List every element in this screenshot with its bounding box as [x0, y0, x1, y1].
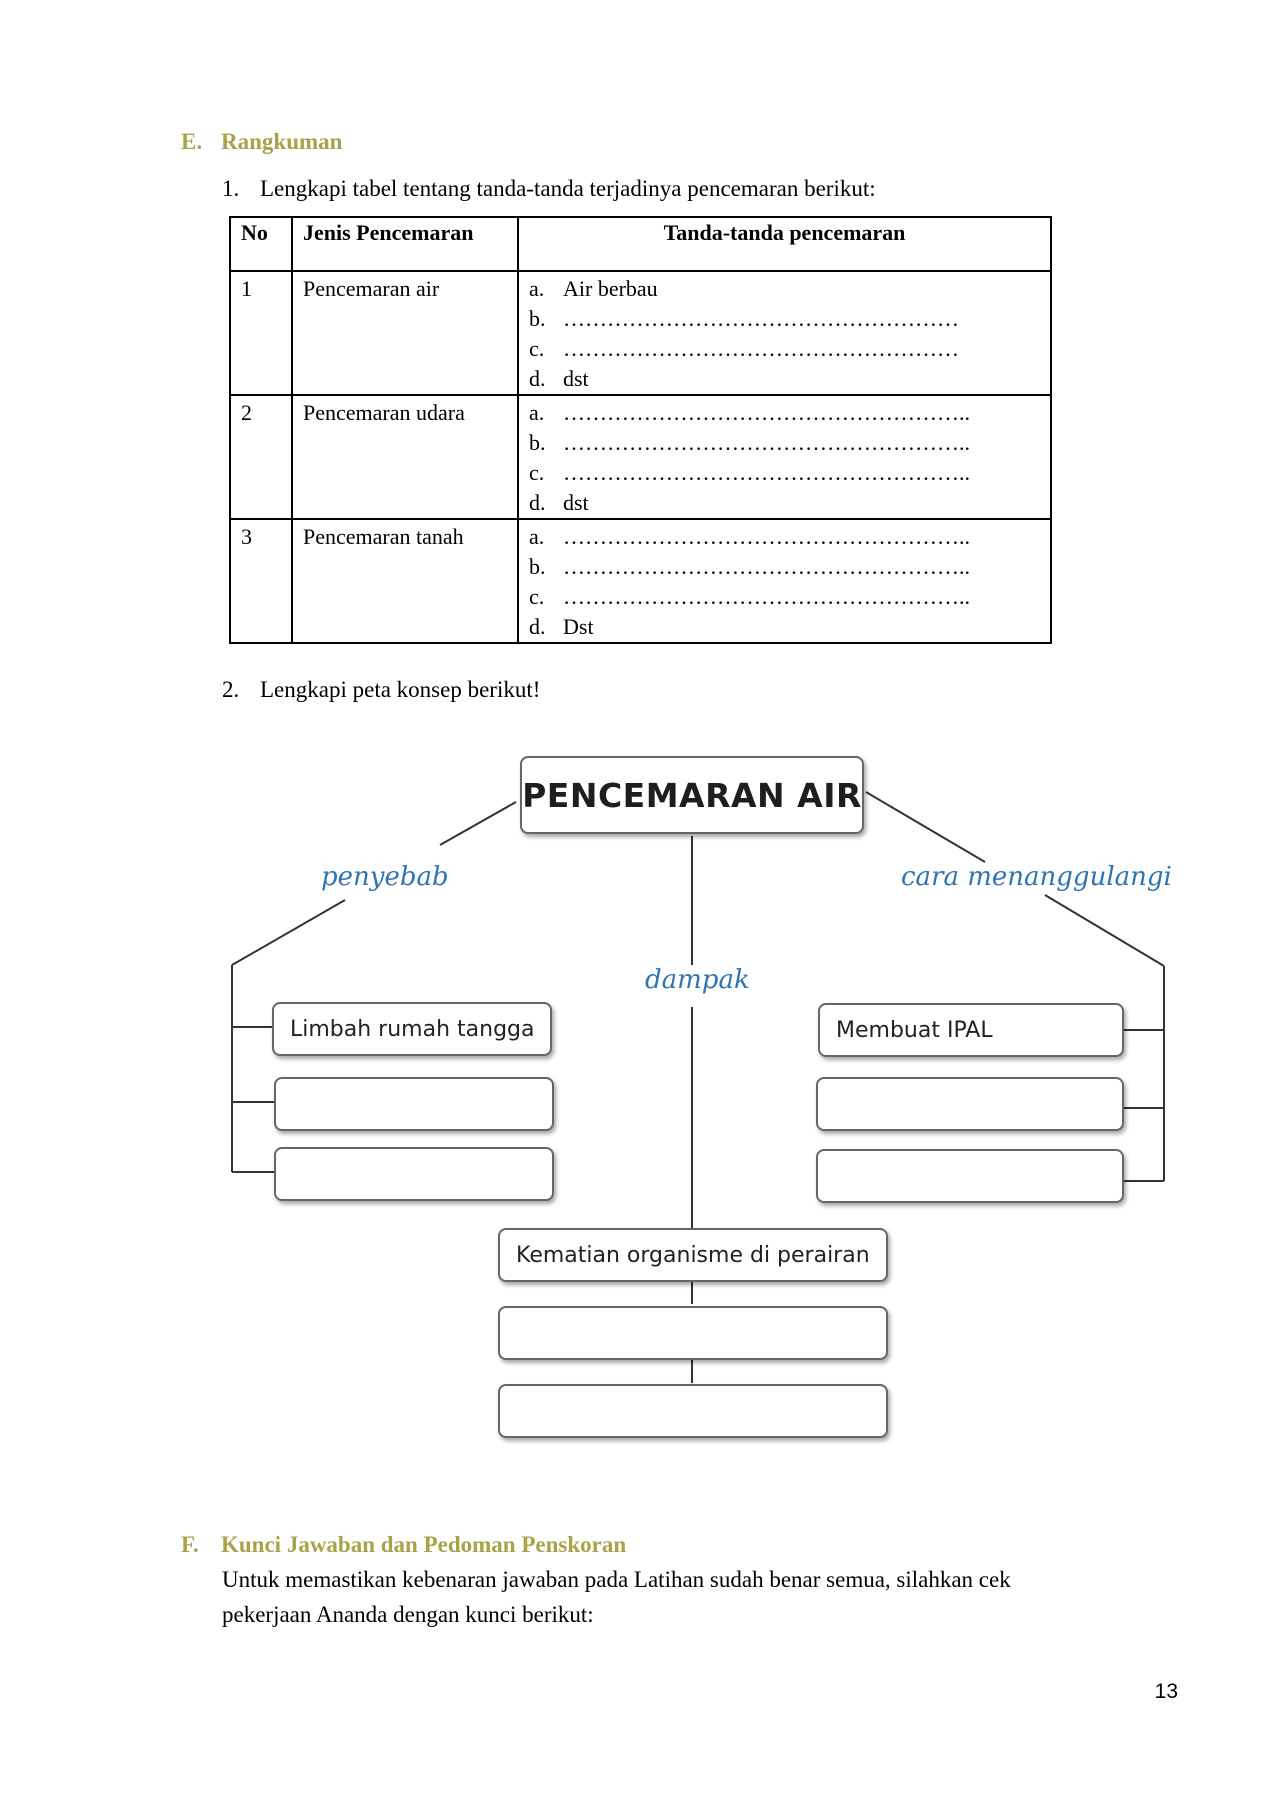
connector-line — [865, 791, 986, 863]
impact-box-empty — [498, 1306, 888, 1360]
sign-item: d. Dst — [529, 612, 1040, 642]
section-f-line-2: pekerjaan Ananda dengan kunci berikut: — [222, 1602, 594, 1627]
cause-box: Limbah rumah tangga — [272, 1002, 552, 1056]
label-penyebab: penyebab — [321, 862, 449, 892]
section-f-line-1: Untuk memastikan kebenaran jawaban pada … — [222, 1567, 1011, 1592]
sign-text: Air berbau — [563, 276, 658, 301]
header-tanda: Tanda-tanda pencemaran — [517, 216, 1052, 272]
sign-letter: a. — [529, 400, 545, 425]
sign-text: ……………………………………………….. — [563, 524, 970, 549]
sign-text: dst — [563, 490, 589, 515]
sign-letter: d. — [529, 490, 546, 515]
header-jenis: Jenis Pencemaran — [291, 216, 519, 272]
row-jenis: Pencemaran tanah — [291, 518, 519, 644]
section-e-title: Rangkuman — [221, 129, 343, 154]
prevention-box-empty — [816, 1149, 1124, 1203]
sign-text: ……………………………………………… — [563, 306, 959, 331]
sign-item: a. Air berbau — [529, 274, 1040, 304]
header-no: No — [229, 216, 293, 272]
question-1-text: Lengkapi tabel tentang tanda-tanda terja… — [260, 176, 876, 201]
row-no: 2 — [229, 394, 293, 520]
sign-item: b. ……………………………………………….. — [529, 552, 1040, 582]
sign-letter: d. — [529, 614, 546, 639]
section-f-letter: F. — [181, 1532, 199, 1557]
sign-text: dst — [563, 366, 589, 391]
section-e-letter: E. — [181, 129, 203, 154]
sign-item: c. ……………………………………………… — [529, 334, 1040, 364]
sign-letter: a. — [529, 276, 545, 301]
impact-box-empty — [498, 1384, 888, 1438]
concept-map-title: PENCEMARAN AIR — [520, 756, 864, 834]
impact-box: Kematian organisme di perairan — [498, 1228, 888, 1282]
row-signs: a. ……………………………………………….. b. ………………………………………… — [517, 518, 1052, 644]
row-signs: a. Air berbau b. ……………………………………………… c. …………… — [517, 270, 1052, 396]
section-f-title: Kunci Jawaban dan Pedoman Penskoran — [221, 1532, 627, 1557]
sign-text: ……………………………………………….. — [563, 584, 970, 609]
sign-text: ……………………………………………….. — [563, 460, 970, 485]
pollution-signs-table: No Jenis Pencemaran Tanda-tanda pencemar… — [229, 216, 1052, 644]
question-1-number: 1. — [222, 176, 240, 201]
sign-letter: a. — [529, 524, 545, 549]
sign-item: d. dst — [529, 364, 1040, 394]
sign-item: c. ……………………………………………….. — [529, 458, 1040, 488]
connector-line — [231, 899, 346, 966]
sign-letter: c. — [529, 584, 545, 609]
sign-item: b. ……………………………………………… — [529, 304, 1040, 334]
label-cara-menanggulangi: cara menanggulangi — [901, 862, 1172, 892]
table-row: 2 Pencemaran udara a. ……………………………………………….… — [229, 394, 1052, 520]
prevention-box-empty — [816, 1077, 1124, 1131]
table-row: 1 Pencemaran air a. Air berbau b. ……………………… — [229, 270, 1052, 396]
table-header-row: No Jenis Pencemaran Tanda-tanda pencemar… — [229, 216, 1052, 272]
sign-letter: d. — [529, 366, 546, 391]
connector-line — [1044, 894, 1165, 967]
label-dampak: dampak — [645, 965, 750, 995]
section-e-heading: E. Rangkuman — [181, 129, 342, 155]
cause-box-empty — [274, 1147, 554, 1201]
prevention-box: Membuat IPAL — [818, 1003, 1124, 1057]
sign-letter: c. — [529, 336, 545, 361]
question-2-number: 2. — [222, 677, 240, 702]
question-2-text: Lengkapi peta konsep berikut! — [260, 677, 541, 702]
row-no: 3 — [229, 518, 293, 644]
sign-letter: c. — [529, 460, 545, 485]
sign-item: b. ……………………………………………….. — [529, 428, 1040, 458]
cause-box-empty — [274, 1077, 554, 1131]
section-f-heading: F. Kunci Jawaban dan Pedoman Penskoran — [181, 1532, 626, 1558]
question-2: 2. Lengkapi peta konsep berikut! — [222, 673, 540, 707]
sign-letter: b. — [529, 430, 546, 455]
row-jenis: Pencemaran air — [291, 270, 519, 396]
connector-line — [439, 801, 517, 846]
row-signs: a. ……………………………………………….. b. ………………………………………… — [517, 394, 1052, 520]
row-jenis: Pencemaran udara — [291, 394, 519, 520]
sign-item: a. ……………………………………………….. — [529, 522, 1040, 552]
sign-text: ……………………………………………… — [563, 336, 959, 361]
sign-text: ……………………………………………….. — [563, 430, 970, 455]
sign-text: ……………………………………………….. — [563, 400, 970, 425]
sign-item: d. dst — [529, 488, 1040, 518]
row-no: 1 — [229, 270, 293, 396]
question-1: 1. Lengkapi tabel tentang tanda-tanda ter… — [222, 172, 876, 206]
sign-item: a. ……………………………………………….. — [529, 398, 1040, 428]
sign-item: c. ……………………………………………….. — [529, 582, 1040, 612]
sign-letter: b. — [529, 554, 546, 579]
sign-letter: b. — [529, 306, 546, 331]
table-row: 3 Pencemaran tanah a. ……………………………………………….… — [229, 518, 1052, 644]
page-number: 13 — [1154, 1680, 1178, 1703]
sign-text: Dst — [563, 614, 594, 639]
sign-text: ……………………………………………….. — [563, 554, 970, 579]
